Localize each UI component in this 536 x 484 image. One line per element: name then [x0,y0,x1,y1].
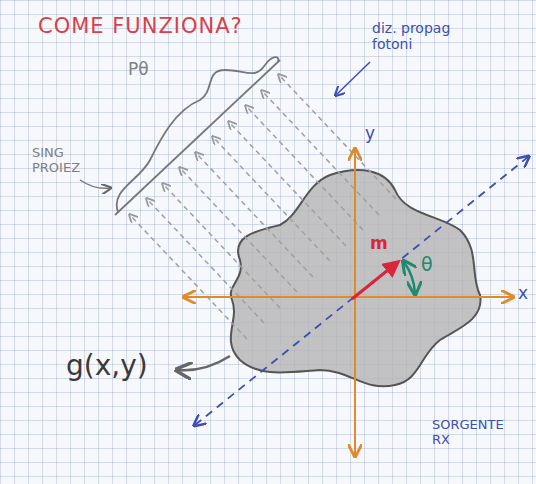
leader-line [336,62,370,95]
source-note: SORGENTE RX [432,418,518,448]
angle-arc [404,262,415,293]
x-axis [185,296,512,298]
photon-rays [130,75,396,339]
leader-line [178,356,230,370]
photon-note: diz. propag fotoni [372,20,468,52]
y-axis [354,150,356,455]
leader-line [80,180,110,188]
projection-line [115,60,280,215]
axis-name: y [365,124,375,144]
projection-profile [117,57,279,212]
unit-vector [352,262,398,299]
projection-symbol: Pθ [128,60,149,80]
angle-name: θ [421,254,433,276]
vector-name: m [370,234,388,254]
axis-name: x [518,284,528,304]
projection-note: SING PROIEZ [32,146,88,176]
function-name: g(x,y) [66,350,148,382]
projection-axis [195,157,528,425]
title: COME FUNZIONA? [38,14,243,38]
